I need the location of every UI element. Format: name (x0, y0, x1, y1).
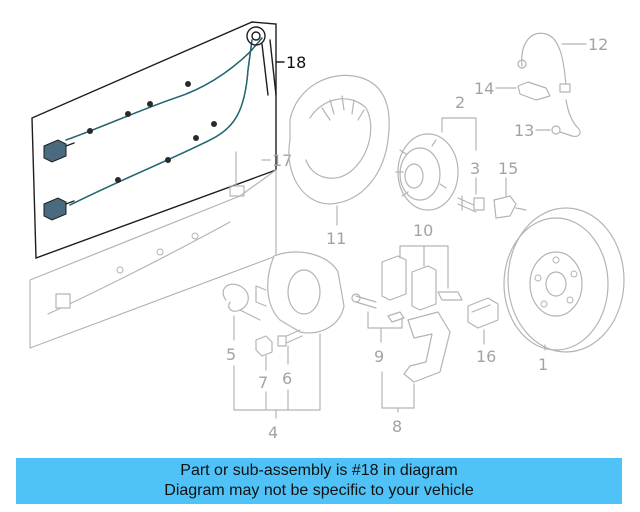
callout-7[interactable]: 7 (258, 373, 268, 392)
part-18-sensor-wires[interactable] (31, 21, 277, 259)
part-16-cap[interactable] (467, 297, 499, 329)
leader-2 (441, 117, 477, 151)
callout-9[interactable]: 9 (374, 347, 384, 366)
banner-line-2: Diagram may not be specific to your vehi… (164, 482, 474, 499)
part-8-carrier-bracket[interactable] (403, 311, 451, 383)
callout-15[interactable]: 15 (498, 159, 518, 178)
callout-16[interactable]: 16 (476, 347, 496, 366)
part-7-boot[interactable] (255, 335, 273, 357)
callout-12[interactable]: 12 (588, 35, 608, 54)
caliper-assembly (255, 251, 345, 334)
parts-diagram: 18 17 11 2 3 15 (29, 21, 625, 442)
callout-5[interactable]: 5 (226, 345, 236, 364)
leader-10 (399, 245, 449, 289)
part-2-wheel-hub[interactable] (395, 133, 459, 211)
info-banner: Part or sub-assembly is #18 in diagram D… (16, 458, 622, 504)
callout-6[interactable]: 6 (282, 369, 292, 388)
part-5-spring[interactable] (222, 283, 261, 321)
part-11-backing-plate[interactable] (288, 74, 390, 205)
leader-8 (381, 371, 415, 413)
banner-line-1: Part or sub-assembly is #18 in diagram (180, 462, 458, 479)
callout-18[interactable]: 18 (286, 53, 306, 72)
part-15-speed-sensor[interactable] (493, 195, 527, 219)
part-14-bracket[interactable] (517, 81, 551, 101)
callout-13[interactable]: 13 (514, 121, 534, 140)
callout-4[interactable]: 4 (268, 423, 278, 442)
callout-8[interactable]: 8 (392, 417, 402, 436)
callout-10[interactable]: 10 (413, 221, 433, 240)
callout-11[interactable]: 11 (326, 229, 346, 248)
callout-1[interactable]: 1 (538, 355, 548, 374)
callout-17[interactable]: 17 (272, 151, 292, 170)
part-17-sensor-kit[interactable] (29, 151, 277, 349)
callout-14[interactable]: 14 (474, 79, 494, 98)
callout-2[interactable]: 2 (455, 93, 465, 112)
leader-9-a (367, 311, 403, 329)
part-6-bleeder-bolt[interactable] (277, 329, 303, 347)
part-3-bolt[interactable] (457, 195, 485, 213)
part-10-brake-pads[interactable] (381, 255, 463, 311)
part-12-sensor-cable[interactable] (517, 32, 571, 93)
part-13-speed-sensor[interactable] (551, 99, 581, 137)
callout-3[interactable]: 3 (470, 159, 480, 178)
part-1-brake-disc[interactable] (503, 207, 625, 353)
leader-4 (233, 333, 321, 419)
part-9-guide-pins[interactable] (351, 293, 405, 323)
